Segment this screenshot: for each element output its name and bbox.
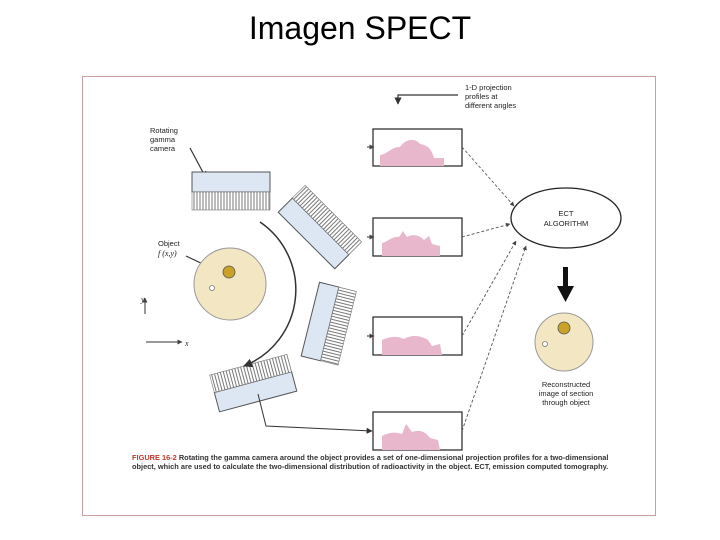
svg-text:image of section: image of section [539,389,594,398]
reconstruction-label: Reconstructed image of section through o… [539,380,594,407]
svg-text:different angles: different angles [465,101,516,110]
projection-pointer-arrow [394,94,458,105]
gamma-camera-45 [277,184,363,270]
reconstruction-arrow [557,267,574,302]
svg-text:Reconstructed: Reconstructed [542,380,590,389]
profile-arrows [461,146,527,432]
projection-label: 1-D projection profiles at different ang… [465,83,516,110]
axis-x: x [146,339,189,348]
svg-text:camera: camera [150,144,176,153]
slide-title: Imagen SPECT [248,10,472,46]
rotation-arrow [243,221,297,368]
figure-caption: FIGURE 16-2 Rotating the gamma camera ar… [132,453,632,471]
gamma-camera-top [191,171,271,211]
svg-text:y: y [140,295,145,304]
svg-text:ALGORITHM: ALGORITHM [544,219,589,228]
bottom-camera-to-box-4 [257,393,373,434]
hot-spot [222,265,236,279]
camera-label: Rotating gamma camera [150,126,178,153]
ect-algorithm-node: ECT ALGORITHM [510,187,622,249]
object-disk [193,247,267,321]
figure-number: FIGURE 16-2 [132,453,177,462]
gamma-camera-bottom [209,354,298,413]
svg-text:x: x [184,339,189,348]
svg-text:Rotating: Rotating [150,126,178,135]
reconstructed-disk [534,312,594,372]
spect-diagram: Rotating gamma camera Object f (x,y) [140,83,622,451]
projection-box-3 [372,316,463,356]
projection-box-1 [372,128,463,167]
svg-text:profiles at: profiles at [465,92,498,101]
svg-text:Object: Object [158,239,181,248]
svg-text:f (x,y): f (x,y) [158,249,177,258]
projection-box-4 [372,411,463,451]
projection-box-2 [372,217,463,257]
svg-text:1-D projection: 1-D projection [465,83,512,92]
svg-text:ECT: ECT [559,209,574,218]
svg-text:through object: through object [542,398,590,407]
figure-caption-text: Rotating the gamma camera around the obj… [132,453,609,471]
gamma-camera-90 [300,281,357,366]
object-label: Object f (x,y) [158,239,181,258]
svg-text:gamma: gamma [150,135,176,144]
figure-frame [82,76,656,516]
axis-y: y [140,295,148,314]
cold-spot [209,285,215,291]
